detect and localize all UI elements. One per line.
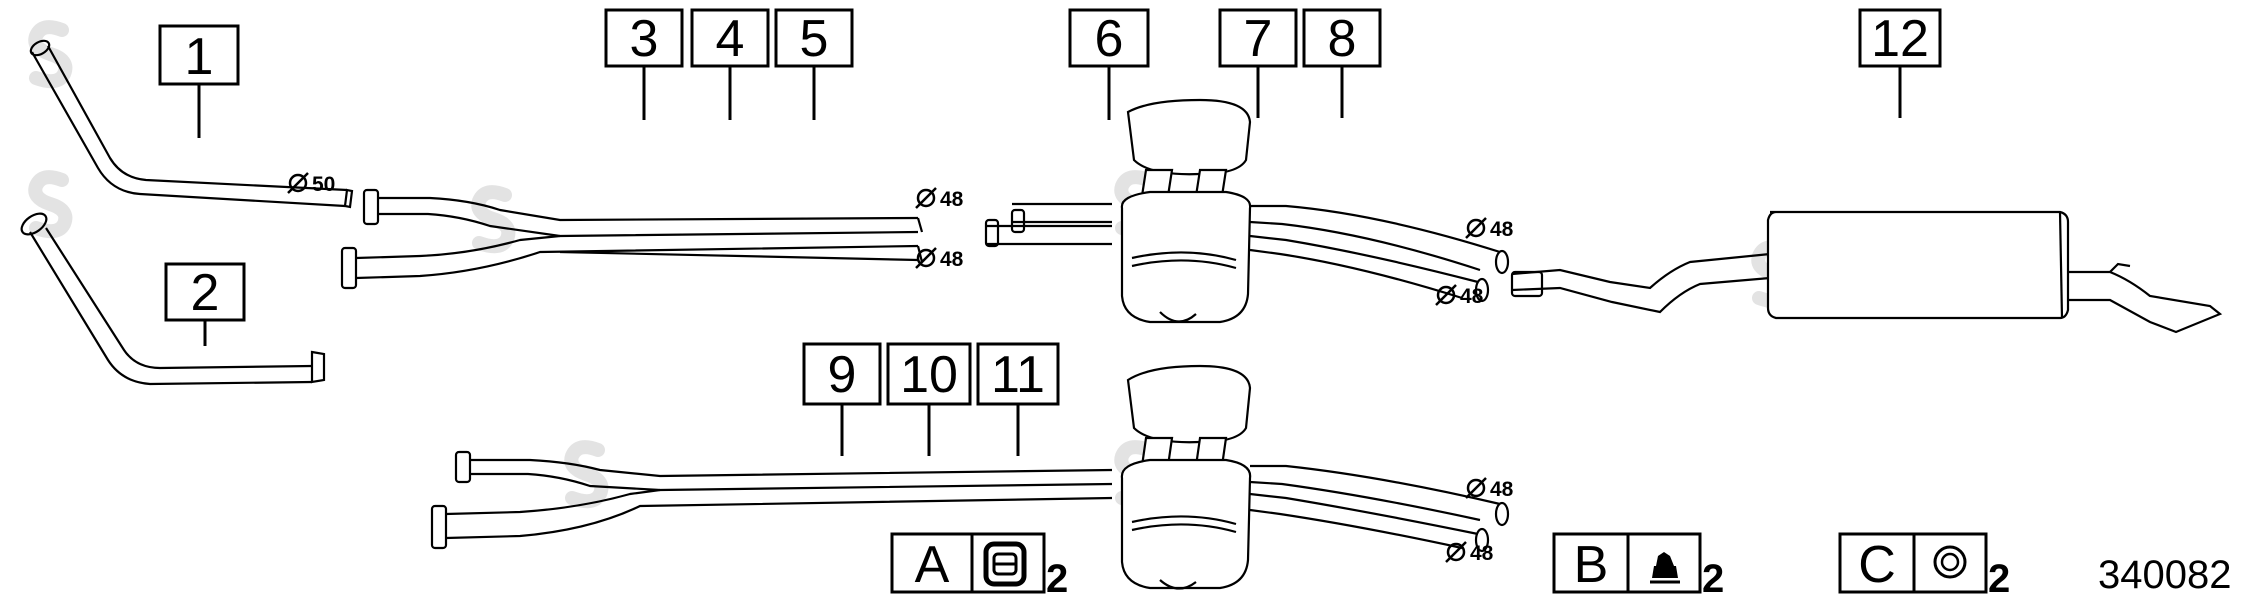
center-muffler-top xyxy=(984,98,1510,324)
callout-number: 5 xyxy=(800,10,829,68)
callout-9[interactable]: 9 xyxy=(802,342,882,456)
legend-quantity: 2 xyxy=(1702,557,1724,597)
callout-number: 1 xyxy=(185,28,214,86)
ring-seal-icon xyxy=(1933,545,1967,579)
gasket-icon xyxy=(983,541,1027,587)
legend-quantity: 2 xyxy=(1988,557,2010,597)
callout-8[interactable]: 8 xyxy=(1302,8,1382,118)
lower-assembly xyxy=(430,364,1510,590)
callout-number: 12 xyxy=(1871,10,1929,68)
dimension-d48-e: 48 xyxy=(1465,477,1514,501)
callout-2[interactable]: 2 xyxy=(164,262,246,346)
watermark xyxy=(28,20,1796,509)
callout-10[interactable]: 10 xyxy=(886,342,972,456)
callout-5[interactable]: 5 xyxy=(774,8,854,120)
callout-number: 2 xyxy=(191,264,220,322)
legend-letter: A xyxy=(915,536,950,594)
legend-item-c[interactable]: C 2 xyxy=(1838,532,2010,597)
dimension-text: 48 xyxy=(940,248,964,271)
callout-number: 7 xyxy=(1244,10,1273,68)
legend-item-b[interactable]: B 2 xyxy=(1552,532,1724,597)
callout-1[interactable]: 1 xyxy=(158,24,240,138)
dimension-d48-b: 48 xyxy=(915,247,964,271)
front-pipe-1 xyxy=(29,39,354,209)
callout-number: 8 xyxy=(1328,10,1357,68)
legend-letter: B xyxy=(1574,536,1609,594)
rubber-mount-icon xyxy=(1650,552,1680,584)
twin-pipe-top xyxy=(340,188,924,290)
callout-4[interactable]: 4 xyxy=(690,8,770,120)
callout-number: 6 xyxy=(1095,10,1124,68)
dimension-d48-f: 48 xyxy=(1445,541,1494,565)
callout-number: 10 xyxy=(900,346,958,404)
dimension-d50: 50 xyxy=(287,172,335,196)
legend-item-a[interactable]: A 2 xyxy=(890,532,1068,597)
callout-11[interactable]: 11 xyxy=(976,342,1060,456)
rear-silencer xyxy=(1510,210,2223,334)
dimension-d48-d: 48 xyxy=(1435,284,1484,308)
callout-6[interactable]: 6 xyxy=(1068,8,1150,120)
dimension-text: 48 xyxy=(1490,478,1514,501)
dimension-text: 48 xyxy=(1460,285,1484,308)
dimension-text: 48 xyxy=(1470,542,1494,565)
callout-7[interactable]: 7 xyxy=(1218,8,1298,118)
dimension-d48-a: 48 xyxy=(915,187,964,211)
front-pipe-2 xyxy=(20,212,326,386)
legend-letter: C xyxy=(1858,536,1896,594)
drawing-number: 340082 xyxy=(2098,553,2231,597)
callout-12[interactable]: 12 xyxy=(1858,8,1942,118)
dimension-text: 50 xyxy=(312,173,335,196)
legend-quantity: 2 xyxy=(1046,557,1068,597)
dimension-text: 48 xyxy=(940,188,964,211)
dimension-text: 48 xyxy=(1490,218,1514,241)
callout-number: 4 xyxy=(716,10,745,68)
dimension-d48-c: 48 xyxy=(1465,217,1514,241)
callout-number: 9 xyxy=(828,346,857,404)
callout-3[interactable]: 3 xyxy=(604,8,684,120)
callout-number: 11 xyxy=(991,346,1045,404)
callout-number: 3 xyxy=(630,10,659,68)
